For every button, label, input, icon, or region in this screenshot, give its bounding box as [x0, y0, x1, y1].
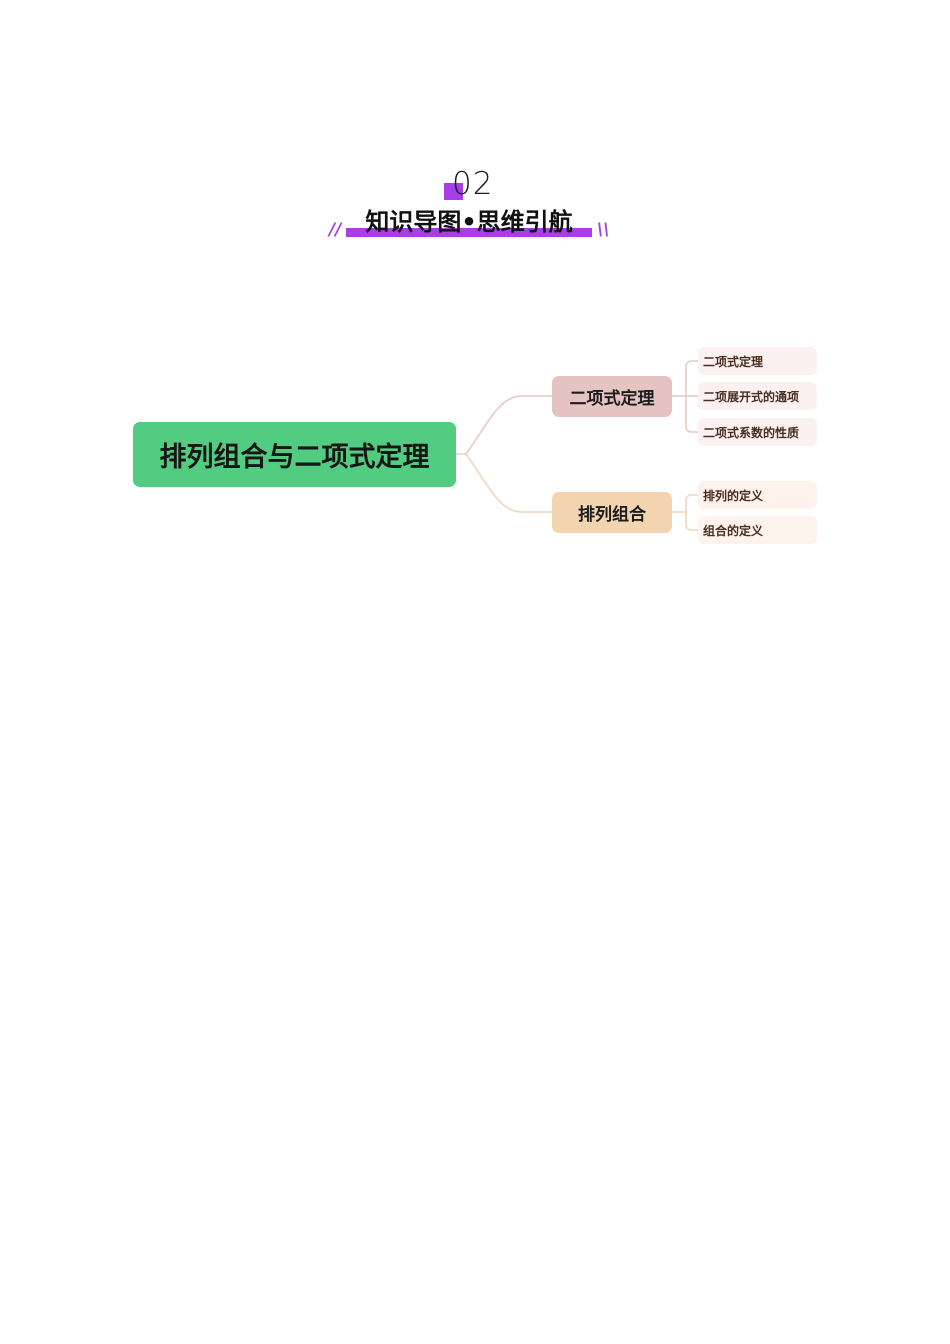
- slash-decoration-left: //: [329, 220, 342, 240]
- leaf-node[interactable]: 二项式定理: [698, 347, 817, 375]
- section-number: 02: [452, 166, 494, 202]
- branch-node-permutation-combination[interactable]: 排列组合: [552, 492, 672, 533]
- leaf-node[interactable]: 二项展开式的通项: [698, 382, 817, 410]
- connector-branch-2-leaves: [685, 494, 698, 531]
- connector-root-branch-1: [456, 395, 552, 455]
- branch-node-binomial-theorem[interactable]: 二项式定理: [552, 376, 672, 417]
- section-number-marker: [444, 183, 463, 200]
- section-title-underline: [346, 228, 592, 237]
- connector-root-branch-2: [465, 453, 552, 513]
- leaf-node[interactable]: 排列的定义: [698, 481, 817, 509]
- section-title: 知识导图•思维引航: [365, 208, 573, 236]
- leaf-node[interactable]: 二项式系数的性质: [698, 418, 817, 446]
- root-node[interactable]: 排列组合与二项式定理: [133, 422, 456, 487]
- slash-decoration-right: \\: [597, 220, 610, 240]
- leaf-node[interactable]: 组合的定义: [698, 516, 817, 544]
